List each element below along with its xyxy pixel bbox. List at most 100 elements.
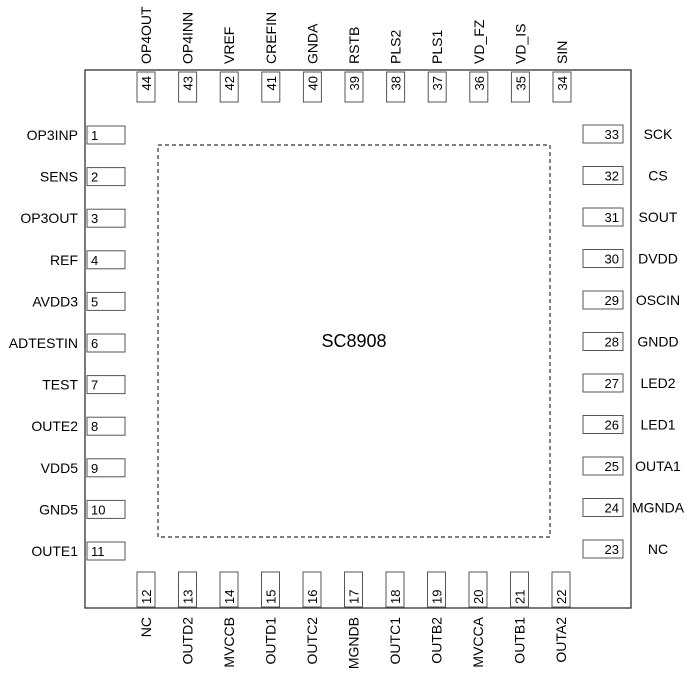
pin-label: OUTB1 [512, 617, 528, 664]
pin-label: OP3OUT [20, 210, 78, 226]
pin-number: 15 [264, 590, 279, 604]
pin-pad [136, 71, 156, 103]
pin-pad [86, 125, 126, 145]
pin-pad [86, 333, 126, 353]
pin-label: REF [50, 252, 78, 268]
pin-label: OUTE1 [31, 543, 78, 559]
pin-label: PLS1 [429, 30, 445, 64]
pin-pad [510, 71, 530, 103]
pin-number: 38 [389, 76, 404, 90]
pin-label: VD_IS [512, 24, 528, 64]
pin-label: MVCCA [470, 616, 486, 667]
chip-name: SC8908 [321, 331, 386, 351]
pin-pad [86, 250, 126, 270]
pin-label: MGNDB [346, 617, 362, 669]
pin-number: 34 [555, 76, 570, 90]
pin-number: 3 [91, 211, 98, 226]
pin-number: 32 [605, 169, 619, 184]
pin-label: RSTB [346, 27, 362, 64]
pin-pad [551, 571, 571, 608]
pin-pad [86, 458, 126, 478]
pin-label: OP4INN [180, 12, 196, 64]
pin-pad [427, 571, 446, 608]
pin-label: OUTD2 [180, 617, 196, 665]
pin-number: 9 [91, 461, 98, 476]
pin-number: 10 [91, 502, 105, 517]
pin-label: MGNDA [632, 500, 685, 516]
pin-pad [86, 499, 126, 519]
pin-label: SIN [554, 41, 570, 64]
pin-pad [344, 71, 364, 103]
pin-label: OUTE2 [31, 418, 78, 434]
pin-number: 1 [91, 128, 98, 143]
pin-pad [86, 541, 126, 561]
pin-number: 7 [91, 378, 98, 393]
pin-number: 6 [91, 336, 98, 351]
pin-pad [86, 375, 126, 395]
pin-number: 21 [513, 590, 528, 604]
pin-pad [582, 124, 624, 144]
pin-pad [219, 571, 239, 608]
pin-number: 30 [605, 252, 619, 267]
pin-number: 13 [181, 590, 196, 604]
pin-number: 4 [91, 253, 98, 268]
pin-number: 14 [222, 590, 237, 604]
pin-label: VDD5 [41, 460, 79, 476]
pin-pad [385, 571, 405, 608]
pin-label: GNDA [304, 23, 320, 64]
pin-pad [469, 71, 489, 103]
pin-number: 2 [91, 170, 98, 185]
pin-pad [86, 167, 126, 187]
pin-label: OUTA1 [635, 458, 681, 474]
pin-pad [582, 166, 624, 185]
pin-label: OSCIN [636, 292, 680, 308]
pin-pad [86, 416, 126, 436]
pin-number: 37 [430, 76, 445, 90]
pin-label: OUTA2 [553, 617, 569, 663]
pin-label: SCK [644, 126, 673, 142]
pin-pad [582, 373, 624, 393]
pin-pad [302, 571, 322, 608]
pin-label: OP3INP [27, 127, 78, 143]
pin-number: 17 [347, 590, 362, 604]
pin-pad [178, 71, 198, 103]
pin-label: OUTC1 [387, 617, 403, 665]
pin-left-1: 1 OP3INP [27, 125, 126, 145]
pin-number: 33 [605, 127, 619, 142]
pin-number: 24 [605, 501, 619, 516]
pin-label: CS [648, 168, 667, 184]
pin-pad [386, 71, 406, 103]
pin-number: 11 [91, 544, 105, 559]
pin-label: VREF [221, 27, 237, 64]
pins-left: 1OP3INP2SENS3OP3OUT4REF5AVDD36ADTESTIN7T… [9, 125, 126, 561]
pin-label: SENS [40, 169, 78, 185]
pin-pad [582, 539, 624, 559]
pin-pad [136, 571, 156, 608]
pin-number: 28 [605, 335, 619, 350]
pin-pad [582, 290, 624, 310]
pin-number: 20 [471, 590, 486, 604]
pin-number: 19 [430, 590, 445, 604]
